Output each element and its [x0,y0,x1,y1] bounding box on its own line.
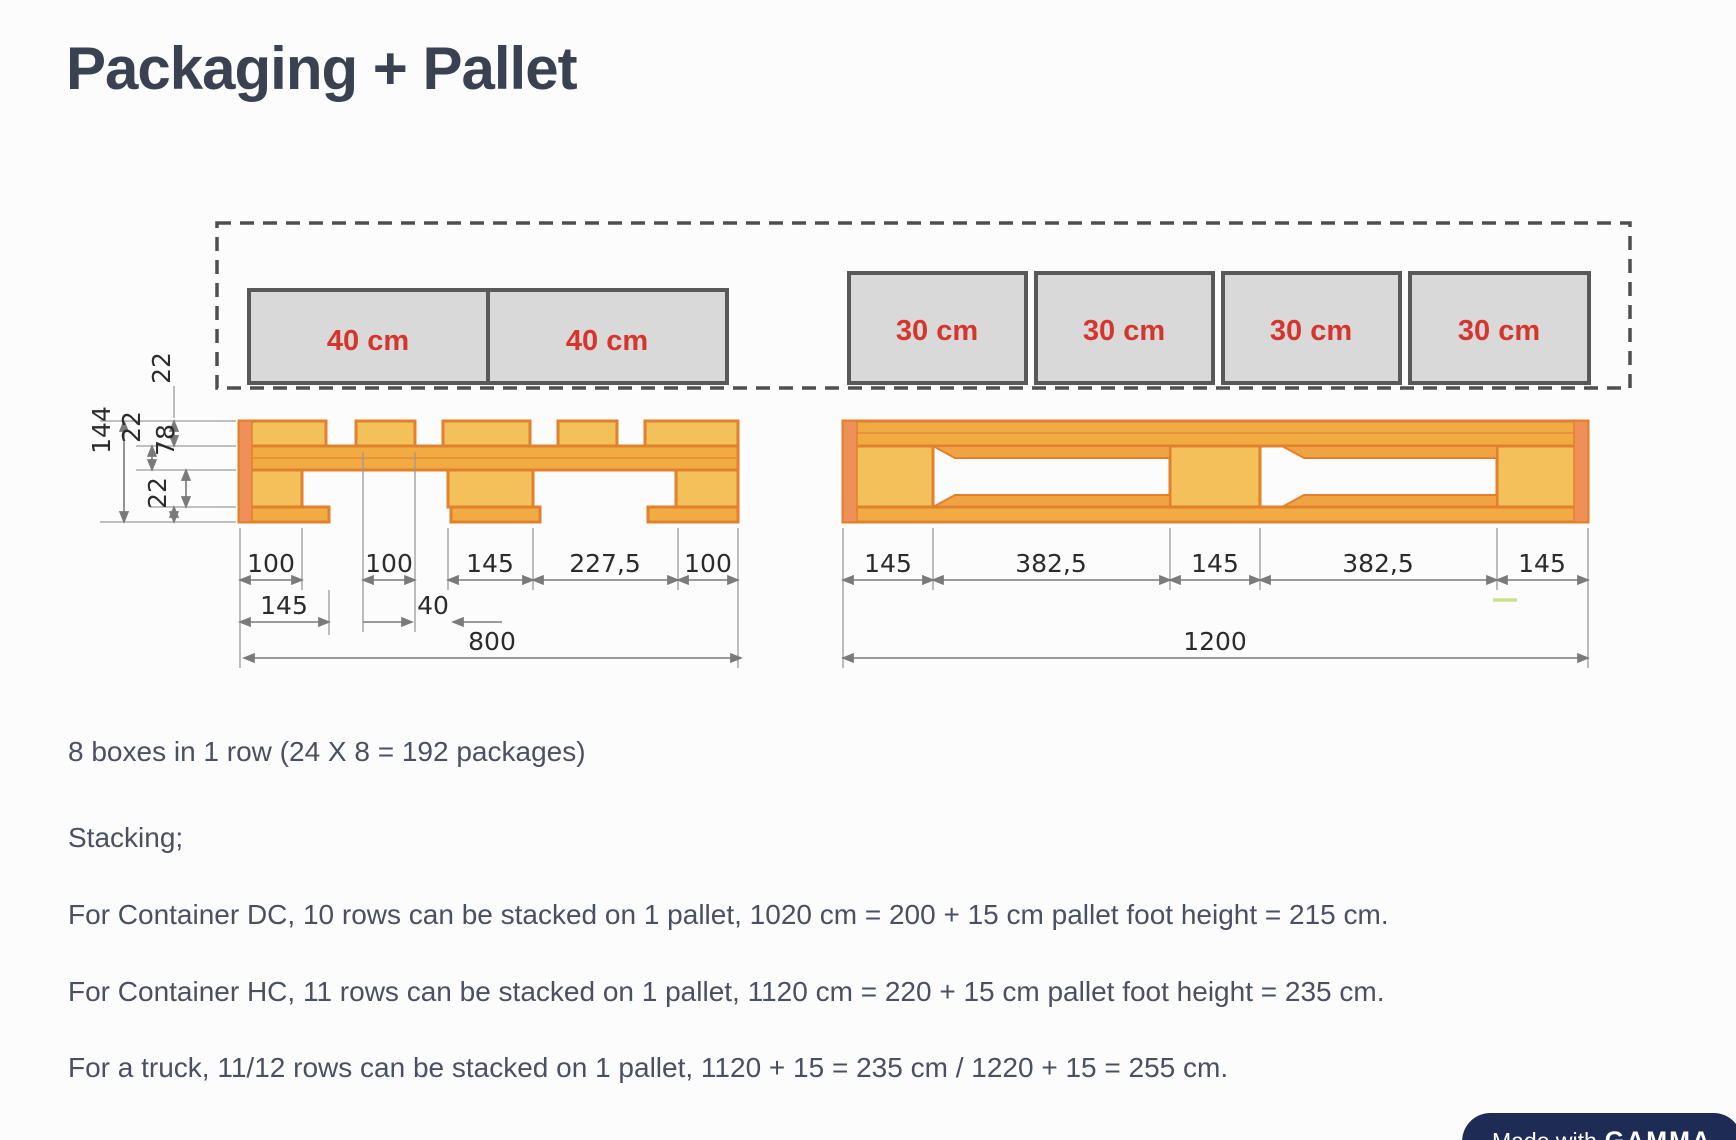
dim-label: 100 [247,549,295,578]
boxes-40cm-group: 40 cm 40 cm [247,288,729,385]
dim-label-total-800: 800 [468,627,516,656]
box-size-label: 30 cm [1270,315,1352,347]
dim-label: 145 [466,549,514,578]
body-line: For Container DC, 10 rows can be stacked… [68,899,1389,930]
dim-label: 40 [417,591,449,620]
box-size-label: 30 cm [896,315,978,347]
right-pallet-drawing [841,419,1590,524]
box-40cm [486,288,729,385]
dim-label: 145 [1191,549,1239,578]
dim-label: 100 [365,549,413,578]
dim-label: 145 [260,591,308,620]
boxes-30cm-group: 30 cm 30 cm 30 cm 30 cm [847,271,1591,385]
vdim-total-height: 144 [87,406,116,454]
box-30cm [847,271,1028,385]
page-title: Packaging + Pallet [66,35,578,102]
dim-label: 227,5 [569,549,641,578]
dim-label: 382,5 [1015,549,1087,578]
dim-label: 145 [1518,549,1566,578]
vdim-stringer: 22 [117,411,146,443]
dim-label-total-1200: 1200 [1183,627,1247,656]
box-size-label: 40 cm [327,325,409,357]
body-line: Stacking; [68,822,184,853]
dim-label: 100 [684,549,732,578]
box-size-label: 30 cm [1083,315,1165,347]
vertical-dimensions: 22 144 22 78 22 [87,352,236,524]
box-40cm [247,288,490,385]
badge-prefix: Made with [1492,1128,1597,1140]
box-row-dashed-outline [215,221,1632,390]
body-line: For Container HC, 11 rows can be stacked… [68,976,1385,1007]
body-line: For a truck, 11/12 rows can be stacked o… [68,1052,1229,1083]
dim-label: 145 [864,549,912,578]
made-with-gamma-badge[interactable]: Made with GAMMA [1461,1113,1736,1140]
vdim-top-board: 22 [147,352,176,384]
body-line: 8 boxes in 1 row (24 X 8 = 192 packages) [68,736,586,767]
pallet-diagram: 40 cm 40 cm 30 cm 30 cm 30 cm 30 cm [87,221,1632,668]
box-size-label: 30 cm [1458,315,1540,347]
horizontal-dimensions: 100 100 145 227,5 100 145 40 800 145 382… [238,549,1590,664]
box-30cm [1221,271,1402,385]
badge-brand: GAMMA [1605,1127,1712,1140]
vdim-bottom-board: 22 [143,477,172,509]
box-30cm [1408,271,1591,385]
vdim-block: 78 [151,424,180,456]
dim-label: 382,5 [1342,549,1414,578]
box-30cm [1034,271,1215,385]
box-size-label: 40 cm [566,325,648,357]
left-pallet-drawing [237,419,740,524]
